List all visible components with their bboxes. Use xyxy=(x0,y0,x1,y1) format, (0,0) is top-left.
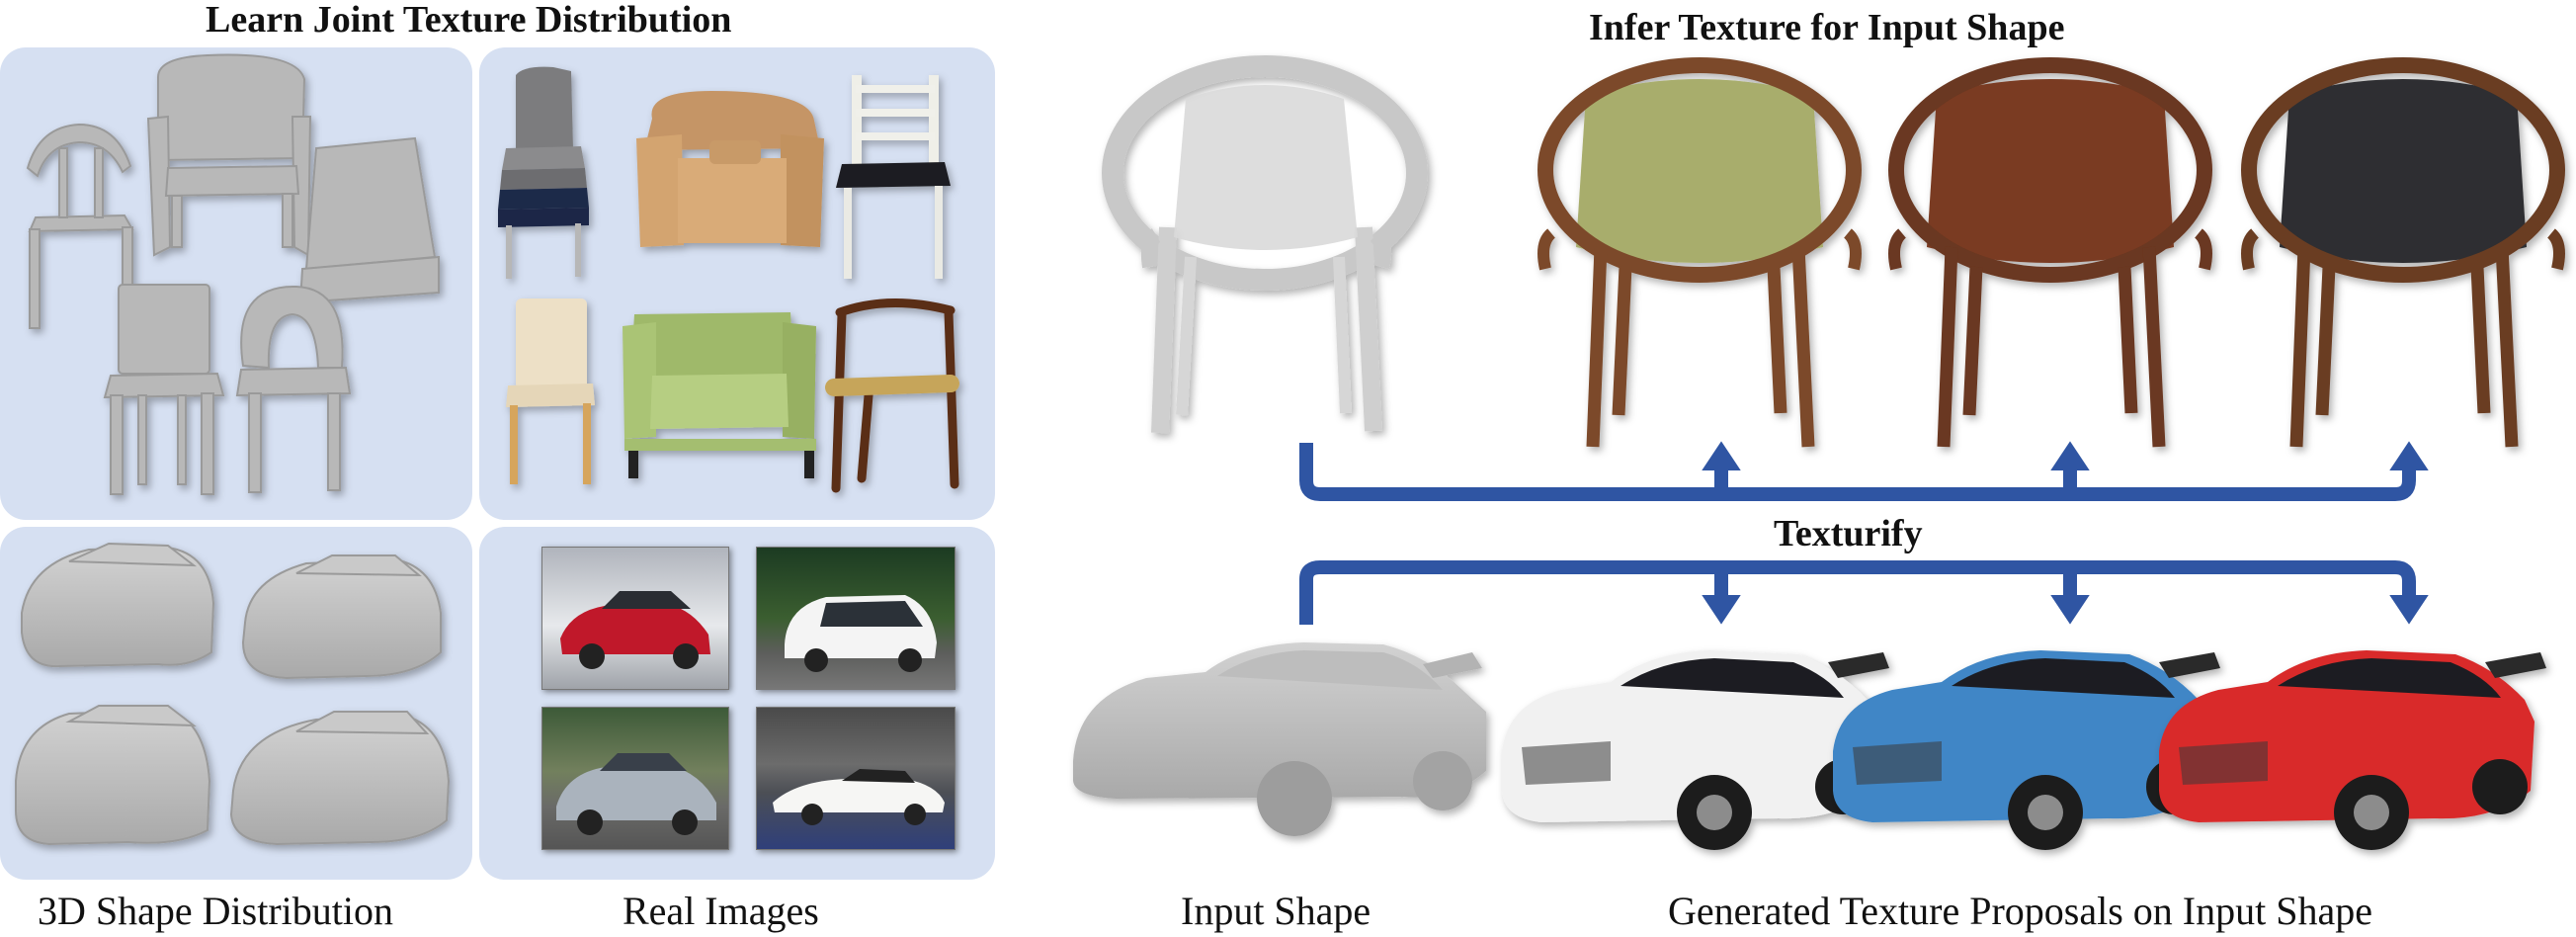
car-rim xyxy=(2028,795,2063,830)
car-photo-white-sports xyxy=(756,707,956,850)
chair-arms xyxy=(1888,228,2212,271)
caption-real-images: Real Images xyxy=(623,889,819,933)
car-windows xyxy=(2278,658,2501,698)
car-icon xyxy=(241,554,442,680)
right-title: Infer Texture for Input Shape xyxy=(1589,7,2065,48)
chair-seat xyxy=(1174,85,1358,250)
photo-icon xyxy=(556,753,716,835)
arrow-head-icon xyxy=(1702,595,1741,625)
arrow-icon xyxy=(1714,567,2077,599)
arrow-head-icon xyxy=(2389,441,2429,470)
car-spoiler xyxy=(1828,652,1889,678)
caption-texture-proposals: Generated Texture Proposals on Input Sha… xyxy=(1668,889,2372,933)
caption-input-shape: Input Shape xyxy=(1181,889,1371,933)
arrow-icon xyxy=(1299,560,2416,625)
car-windows xyxy=(1952,658,2175,698)
chair-arms xyxy=(2241,228,2565,271)
arrow-head-icon xyxy=(2050,595,2090,625)
arrow-head-icon xyxy=(2389,595,2429,625)
chair-icon xyxy=(623,312,816,478)
car-photo-white-van xyxy=(756,547,956,690)
panel-divider-horizontal xyxy=(0,520,998,527)
car-grille xyxy=(1853,741,1942,785)
arrow-icon xyxy=(1299,443,2416,501)
chair-icon xyxy=(235,285,352,493)
arrow-head-icon xyxy=(1702,441,1741,470)
chair-frame xyxy=(1888,57,2212,283)
arrow-head-icon xyxy=(2050,441,2090,470)
textured-car-red xyxy=(2159,650,2546,850)
textured-chair-green xyxy=(1537,57,1862,448)
chair-icon xyxy=(103,284,225,495)
chair-icon xyxy=(506,298,595,484)
textured-car-white xyxy=(1502,650,1889,850)
car-grille xyxy=(2179,741,2268,785)
left-title: Learn Joint Texture Distribution xyxy=(206,0,732,41)
photo-icon xyxy=(785,595,937,672)
chair-arms xyxy=(1537,228,1862,271)
chair-icon xyxy=(636,91,824,247)
car-rim xyxy=(2354,795,2389,830)
car-spoiler xyxy=(2485,652,2546,678)
method-label: Texturify xyxy=(1774,513,1923,554)
car-wheel xyxy=(2472,759,2528,814)
chair-back xyxy=(2280,79,2527,263)
car-icon xyxy=(229,711,451,846)
chair-frame xyxy=(1537,57,1862,283)
textured-car-blue xyxy=(1833,650,2220,850)
photo-icon xyxy=(560,591,710,669)
chair-back xyxy=(1576,79,1823,263)
chair-icon xyxy=(26,123,134,329)
photo-icon xyxy=(773,769,945,825)
car-grille xyxy=(1522,741,1611,785)
car-windows xyxy=(1620,658,1844,698)
car-rim xyxy=(1697,795,1732,830)
car-icon xyxy=(21,542,215,668)
chair-icon xyxy=(825,298,959,493)
car-photo-silver xyxy=(541,707,729,850)
chair-icon xyxy=(298,136,440,304)
chair-icon xyxy=(1102,55,1428,434)
chair-icon xyxy=(146,53,312,257)
car-icon xyxy=(15,705,211,846)
caption-shape-distribution: 3D Shape Distribution xyxy=(38,889,393,933)
chair-legs xyxy=(1937,246,2166,448)
chair-frame xyxy=(2241,57,2565,283)
textured-chair-black xyxy=(2241,57,2565,448)
chair-icon xyxy=(836,75,951,279)
car-photo-red xyxy=(541,547,729,690)
textured-chair-brown xyxy=(1888,57,2212,448)
chair-legs xyxy=(2289,246,2519,448)
chair-legs xyxy=(1586,246,1815,448)
panel-divider-vertical xyxy=(472,40,479,888)
car-spoiler xyxy=(2159,652,2220,678)
chair-icon xyxy=(498,66,589,279)
car-icon xyxy=(1073,642,1486,836)
chair-back xyxy=(1927,79,2174,263)
